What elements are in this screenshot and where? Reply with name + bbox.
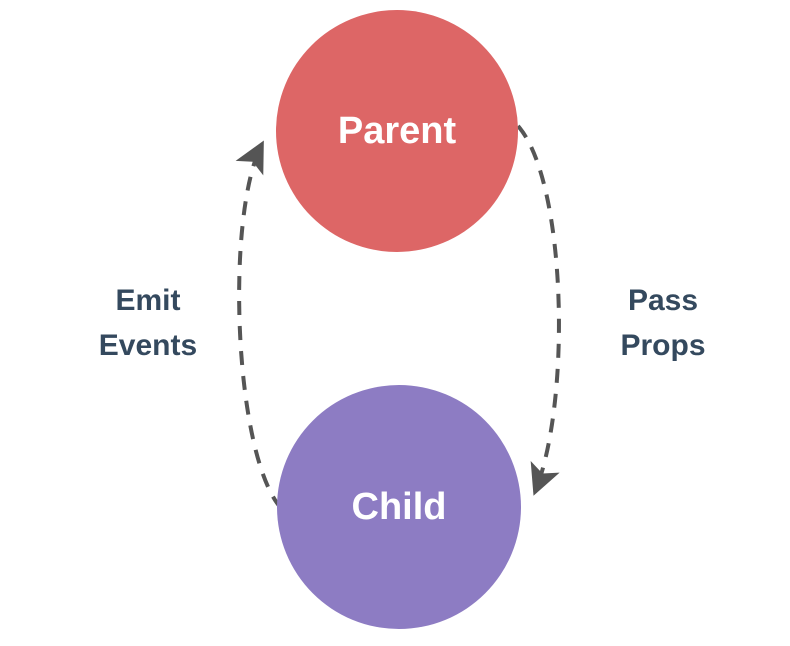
node-parent-label: Parent xyxy=(338,110,457,152)
node-child-label: Child xyxy=(352,486,447,528)
node-parent-circle[interactable] xyxy=(276,10,518,252)
edge-emit-events-path xyxy=(235,140,283,510)
node-child-circle[interactable] xyxy=(277,385,521,629)
edge-label-emit-events-line2: Events xyxy=(99,329,197,362)
edge-label-pass-props-line2: Props xyxy=(620,329,705,362)
edge-pass-props-path xyxy=(516,124,561,496)
edge-label-pass-props-line1: Pass xyxy=(628,284,698,317)
edge-label-emit-events-line1: Emit xyxy=(115,284,180,317)
